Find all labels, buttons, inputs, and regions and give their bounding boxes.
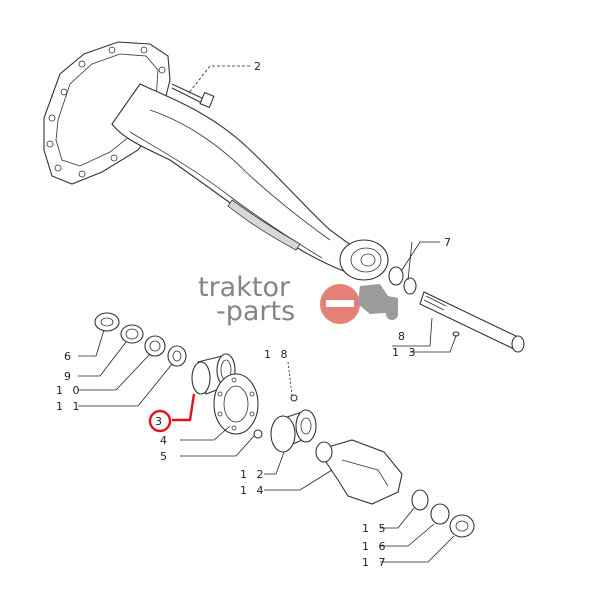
callout-4[interactable]: 4 <box>160 434 170 447</box>
callout-12[interactable]: 1 2 <box>240 468 267 481</box>
callout-6[interactable]: 6 <box>64 350 74 363</box>
callout-7[interactable]: 7 <box>444 236 454 249</box>
callout-10[interactable]: 1 0 <box>56 384 83 397</box>
tractor-icon <box>320 284 398 324</box>
ring-part-15 <box>411 489 429 511</box>
callout-9[interactable]: 9 <box>64 370 74 383</box>
grease-nipple-part-18 <box>290 394 298 402</box>
ring-part-11 <box>167 345 187 367</box>
callout-15[interactable]: 1 5 <box>362 522 389 535</box>
ring-part-10 <box>144 335 166 357</box>
callout-16[interactable]: 1 6 <box>362 540 389 553</box>
bush-part-12 <box>270 409 317 453</box>
callout-14[interactable]: 1 4 <box>240 484 267 497</box>
watermark-logo: traktor -parts <box>198 272 398 327</box>
callout-11[interactable]: 1 1 <box>56 400 83 413</box>
shaft-part-8 <box>419 291 525 353</box>
bolt-part-5 <box>253 429 263 439</box>
callout-17[interactable]: 1 7 <box>362 556 389 569</box>
callout-8[interactable]: 8 <box>398 330 408 343</box>
highlight-leader-part-3 <box>172 393 196 422</box>
callout-3[interactable]: 3 <box>155 415 165 428</box>
pin-part-13 <box>452 331 460 337</box>
flange-part-4 <box>213 373 259 435</box>
axle-housing <box>43 41 389 281</box>
watermark-line-1: traktor <box>198 272 291 303</box>
ring-part-9 <box>120 324 144 344</box>
swivel-part-14 <box>315 439 403 505</box>
ring-part-6 <box>94 312 120 332</box>
callout-2[interactable]: 2 <box>254 60 264 73</box>
ring-part-16 <box>430 503 450 525</box>
washer-part-17 <box>449 514 475 538</box>
callout-18[interactable]: 1 8 <box>264 348 291 361</box>
leader-lines <box>78 65 457 563</box>
callout-13[interactable]: 1 3 <box>392 346 419 359</box>
seal-part-7 <box>388 266 417 295</box>
bolt-part-2 <box>171 83 215 109</box>
callout-5[interactable]: 5 <box>160 450 170 463</box>
highlight-circle-part-3 <box>148 409 172 433</box>
watermark-line-2: -parts <box>216 296 295 327</box>
